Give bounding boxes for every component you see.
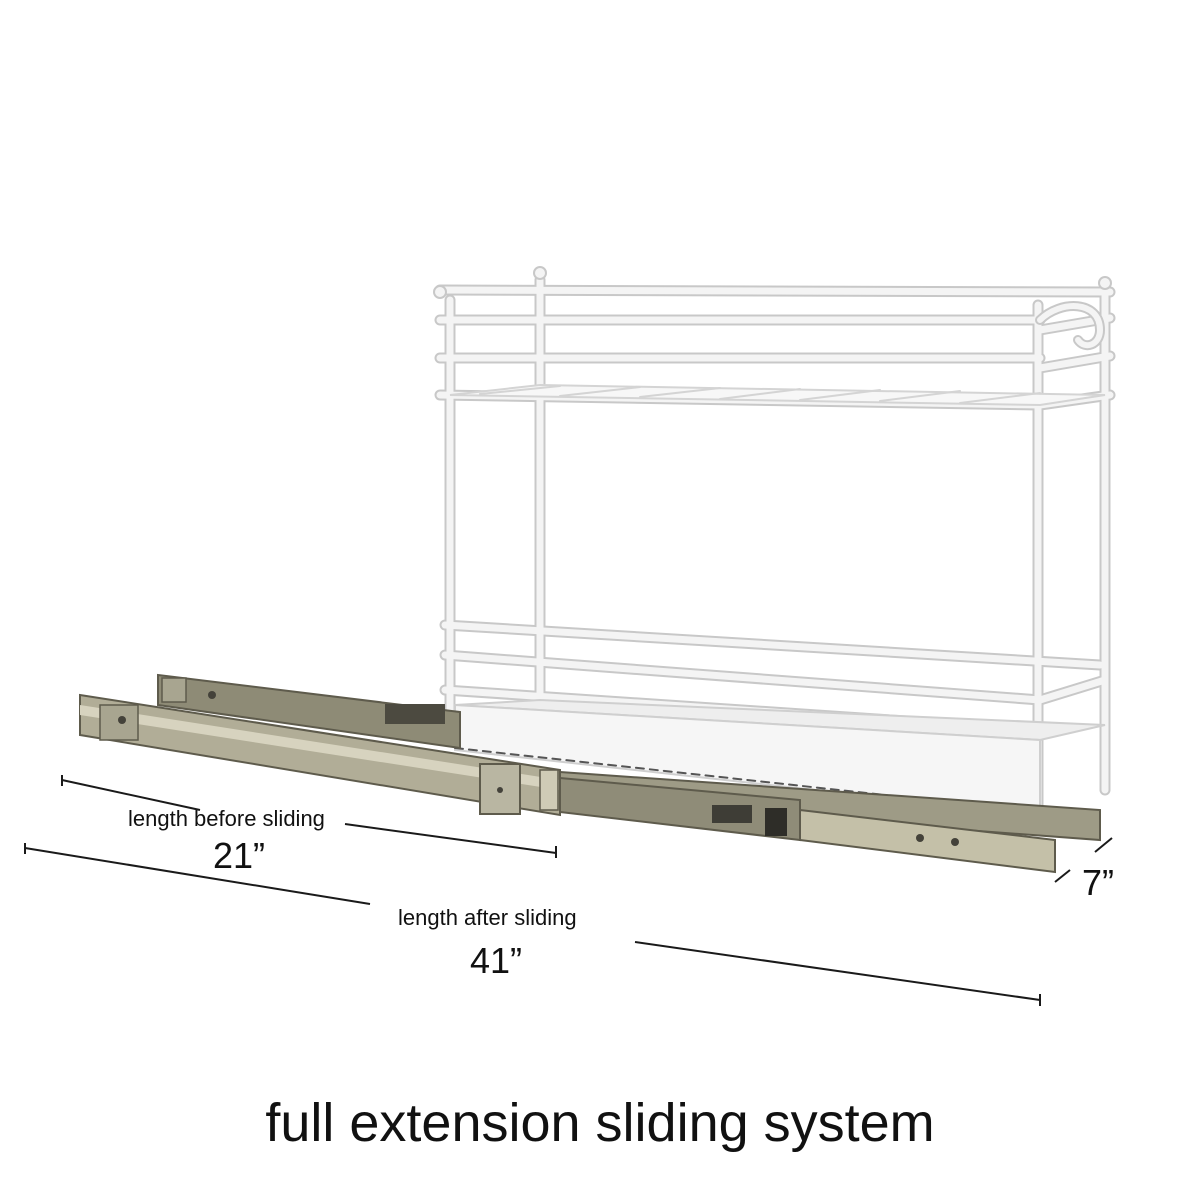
length-before-label: length before sliding — [128, 806, 325, 831]
wire-rack — [433, 266, 1116, 817]
length-before-value: 21” — [213, 835, 266, 876]
dimension-lines — [24, 775, 1113, 1006]
length-after-value: 41” — [470, 940, 523, 981]
depth-value: 7” — [1082, 862, 1115, 903]
length-after-label: length after sliding — [398, 905, 577, 930]
drawer-slides — [79, 673, 1101, 874]
caption: full extension sliding system — [265, 1093, 935, 1153]
